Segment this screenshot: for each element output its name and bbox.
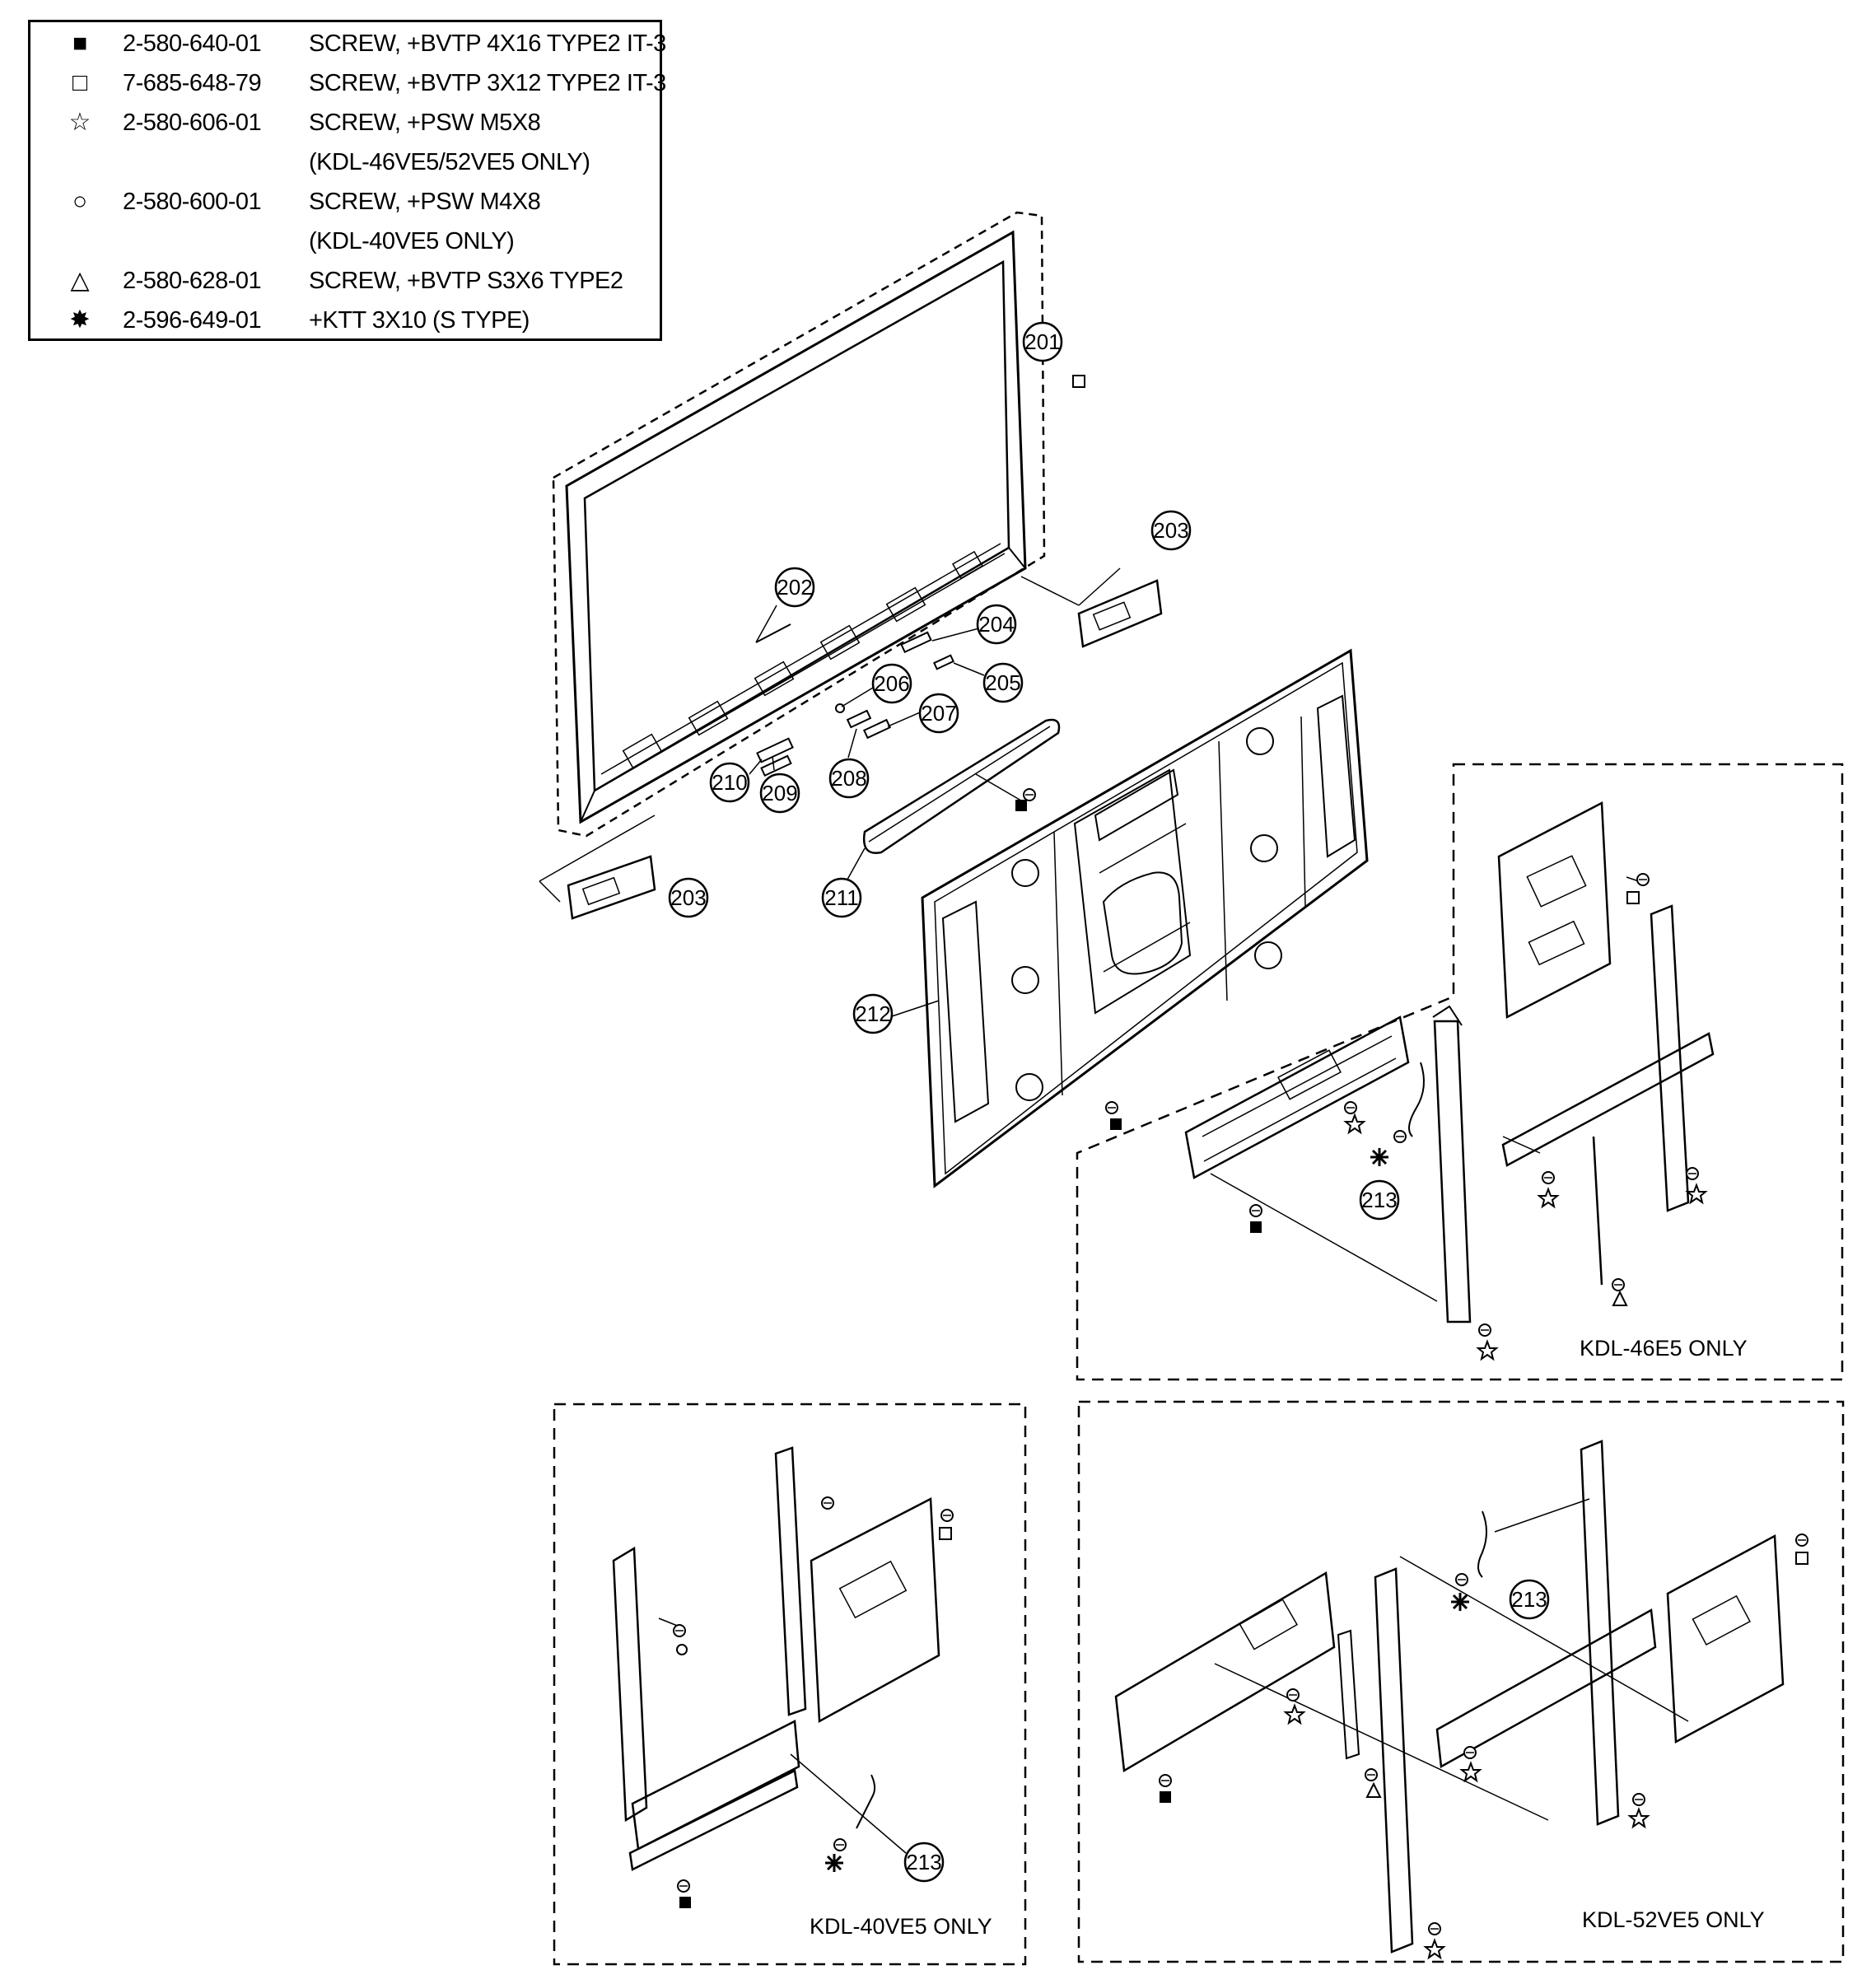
svg-text:207: 207: [921, 701, 956, 726]
svg-text:213: 213: [1361, 1188, 1397, 1212]
front-bezel: [552, 211, 1046, 838]
callout-210: 210: [709, 762, 750, 803]
svg-text:205: 205: [985, 670, 1020, 695]
speaker-right: [1020, 567, 1163, 648]
open-square-icon: □: [72, 69, 88, 96]
callout-213: 213: [1359, 1179, 1400, 1221]
callout-211: 211: [821, 877, 862, 918]
svg-text:212: 212: [855, 1001, 890, 1026]
region-label-kdl52ve5: KDL-52VE5 ONLY: [1582, 1907, 1765, 1932]
callout-205: 205: [982, 662, 1024, 703]
callout-204: 204: [976, 604, 1017, 645]
legend-row: ☆ 2-580-606-01 SCREW, +PSW M5X8: [30, 103, 660, 142]
triangle-icon: △: [70, 267, 90, 294]
svg-text:206: 206: [874, 671, 909, 696]
bezel-bottom-components: [622, 550, 984, 769]
part-description: SCREW, +BVTP S3X6 TYPE2: [309, 268, 623, 294]
callout-212: 212: [852, 993, 894, 1034]
part-description: SCREW, +PSW M4X8: [309, 189, 541, 215]
legend-row: (KDL-40VE5 ONLY): [30, 222, 660, 261]
rear-chassis: [921, 648, 1369, 1188]
part-number: 2-580-640-01: [123, 30, 262, 57]
part-description: SCREW, +PSW M5X8: [309, 110, 541, 136]
speaker-left: [539, 815, 656, 920]
kdl-40ve5-region: [553, 1403, 1027, 1966]
callout-213: 213: [903, 1842, 945, 1883]
legend-row: ✸ 2-596-649-01 +KTT 3X10 (S TYPE): [30, 301, 660, 340]
callout-209: 209: [759, 773, 800, 814]
part-number: 2-596-649-01: [123, 307, 262, 334]
svg-text:213: 213: [906, 1850, 941, 1874]
callout-206: 206: [871, 663, 912, 704]
svg-text:201: 201: [1024, 329, 1060, 354]
part-number: 2-580-628-01: [123, 268, 262, 294]
legend-row: (KDL-46VE5/52VE5 ONLY): [30, 142, 660, 182]
callout-202: 202: [774, 567, 815, 608]
circle-icon: ○: [72, 188, 88, 215]
svg-text:209: 209: [762, 781, 797, 805]
callout-201: 201: [1022, 321, 1063, 362]
asterisk-icon: ✸: [69, 306, 91, 334]
svg-text:204: 204: [978, 612, 1014, 637]
svg-text:211: 211: [824, 885, 858, 910]
legend-row: △ 2-580-628-01 SCREW, +BVTP S3X6 TYPE2: [30, 261, 660, 301]
svg-text:202: 202: [777, 575, 812, 600]
cable-cover: [862, 718, 1061, 854]
region-label-kdl46e5: KDL-46E5 ONLY: [1580, 1336, 1748, 1361]
legend-row: ○ 2-580-600-01 SCREW, +PSW M4X8: [30, 182, 660, 222]
legend-row: □ 7-685-648-79 SCREW, +BVTP 3X12 TYPE2 I…: [30, 63, 666, 103]
callout-203: 203: [668, 877, 709, 918]
legend-row: ■ 2-580-640-01 SCREW, +BVTP 4X16 TYPE2 I…: [30, 24, 666, 63]
part-description: (KDL-40VE5 ONLY): [309, 228, 515, 254]
callout-203: 203: [1150, 510, 1192, 551]
part-description: +KTT 3X10 (S TYPE): [309, 307, 530, 334]
filled-square-icon: ■: [72, 30, 88, 57]
svg-text:208: 208: [831, 766, 866, 791]
svg-text:203: 203: [670, 885, 706, 910]
callout-208: 208: [828, 758, 870, 799]
star-icon: ☆: [68, 109, 91, 136]
svg-text:203: 203: [1153, 518, 1188, 543]
kdl-46e5-region: [1076, 763, 1844, 1381]
kdl-52ve5-region: [1077, 1400, 1845, 1963]
svg-text:210: 210: [712, 770, 747, 795]
small-brackets: [755, 623, 954, 777]
part-description: (KDL-46VE5/52VE5 ONLY): [309, 149, 590, 175]
region-label-kdl40ve5: KDL-40VE5 ONLY: [810, 1914, 992, 1939]
part-number: 7-685-648-79: [123, 70, 262, 96]
part-number: 2-580-606-01: [123, 110, 262, 136]
svg-text:213: 213: [1511, 1587, 1547, 1612]
callout-213: 213: [1509, 1579, 1550, 1620]
callout-207: 207: [918, 693, 959, 734]
legend-table: ■ 2-580-640-01 SCREW, +BVTP 4X16 TYPE2 I…: [28, 20, 666, 341]
part-number: 2-580-600-01: [123, 189, 262, 215]
part-description: SCREW, +BVTP 4X16 TYPE2 IT-3: [309, 30, 666, 57]
part-description: SCREW, +BVTP 3X12 TYPE2 IT-3: [309, 70, 666, 96]
